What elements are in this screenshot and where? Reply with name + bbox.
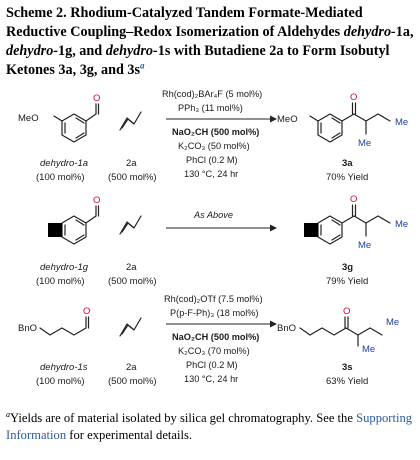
caption-separator-1: , [409, 24, 414, 40]
row1-catalyst: Rh(cod)₂BAr₄F (5 mol%) [162, 89, 262, 99]
row3-base: K₂CO₃ (70 mol%) [178, 346, 250, 356]
substrate-1s-amount: (100 mol%) [36, 376, 85, 387]
row3-reductant: NaO₂CH (500 mol%) [172, 332, 259, 342]
product-3g-oxygen: O [350, 194, 357, 205]
substrate-1g-amount: (100 mol%) [36, 276, 85, 287]
diene-2a-amount-row2: (500 mol%) [108, 276, 157, 287]
row1-solvent: PhCl (0.2 M) [186, 155, 238, 165]
diene-2a-amount-row3: (500 mol%) [108, 376, 157, 387]
footnote-text-1: Yields are of material isolated by silic… [10, 411, 357, 425]
row2-conditions: As Above [193, 210, 233, 220]
scheme-caption: Scheme 2. Rhodium-Catalyzed Tandem Forma… [6, 4, 416, 80]
product-3a-structure: MeO O Me Me [277, 92, 408, 149]
diene-2a-name-row2: 2a [126, 262, 137, 273]
diene-2a-name-row1: 2a [126, 158, 137, 169]
product-3s-group: BnO [277, 323, 296, 334]
row1-base: K₂CO₃ (50 mol%) [178, 141, 250, 151]
butadiene-2a-row1 [119, 111, 142, 131]
caption-separator-2: , and [72, 43, 106, 59]
product-3s-methyl-2: Me [362, 344, 375, 355]
row3-solvent: PhCl (0.2 M) [186, 360, 238, 370]
product-3g-yield: 79% Yield [326, 276, 368, 287]
diene-2a-amount-row1: (500 mol%) [108, 172, 157, 183]
product-3s-structure: BnO O Me Me [277, 306, 399, 355]
caption-footnote-marker: a [140, 60, 145, 71]
footnote-marker: a [6, 409, 10, 419]
product-3g-structure: O Me Me [304, 194, 408, 251]
substrate-1s-oxygen: O [83, 306, 90, 317]
product-3a-group: MeO [277, 114, 298, 125]
product-3s-methyl-1: Me [386, 317, 399, 328]
product-3s-oxygen: O [343, 306, 350, 317]
row1-ligand: PPh₃ (11 mol%) [178, 103, 243, 113]
substrate-1a-structure: MeO O [18, 93, 100, 143]
footnote-text-2: for experimental details. [66, 428, 193, 442]
product-3g-methyl-1: Me [395, 219, 408, 230]
substrate-1a-amount: (100 mol%) [36, 172, 85, 183]
caption-prefix-3: dehydro- [105, 43, 158, 59]
substrate-1s-structure: BnO O [18, 306, 90, 336]
row1-reductant: NaO₂CH (500 mol%) [172, 127, 259, 137]
row1-temperature: 130 °C, 24 hr [184, 169, 238, 179]
caption-compound-3: 1s [157, 43, 171, 59]
substrate-1g-structure: O [48, 195, 100, 245]
substrate-1s-name: dehydro-1s [40, 362, 88, 373]
substrate-1g-oxygen: O [93, 195, 100, 206]
substrate-1a-group: MeO [18, 113, 39, 124]
product-3a-methyl-1: Me [395, 117, 408, 128]
caption-tail: with Butadiene 2a to Form Isobutyl Keton… [6, 43, 390, 78]
product-3a-yield: 70% Yield [326, 172, 368, 183]
row3-temperature: 130 °C, 24 hr [184, 374, 238, 384]
caption-prefix-2: dehydro- [6, 43, 59, 59]
row3-catalyst: Rh(cod)₂OTf (7.5 mol%) [164, 294, 263, 304]
caption-compound-1: 1a [395, 24, 410, 40]
caption-compound-2: 1g [58, 43, 73, 59]
row3-ligand: P(p-F-Ph)₃ (18 mol%) [170, 308, 258, 318]
butadiene-2a-row2 [119, 215, 142, 235]
caption-prefix-1: dehydro- [343, 24, 396, 40]
product-3s-name: 3s [342, 362, 353, 373]
product-3a-oxygen: O [350, 92, 357, 103]
scheme-footnote: aYields are of material isolated by sili… [6, 410, 416, 444]
product-3a-methyl-2: Me [358, 138, 371, 149]
substrate-1s-group: BnO [18, 323, 37, 334]
substrate-1a-oxygen: O [93, 93, 100, 104]
product-3s-yield: 63% Yield [326, 376, 368, 387]
butadiene-2a-row3 [119, 317, 142, 337]
substrate-1g-name: dehydro-1g [40, 262, 89, 273]
product-3a-name: 3a [342, 158, 353, 169]
substrate-1a-name: dehydro-1a [40, 158, 88, 169]
product-3g-name: 3g [342, 262, 353, 273]
diene-2a-name-row3: 2a [126, 362, 137, 373]
caption-lead: Scheme 2. Rhodium-Catalyzed Tandem Forma… [6, 5, 363, 40]
supporting-information-link[interactable]: Supporting Information [6, 411, 413, 442]
product-3g-methyl-2: Me [358, 240, 371, 251]
